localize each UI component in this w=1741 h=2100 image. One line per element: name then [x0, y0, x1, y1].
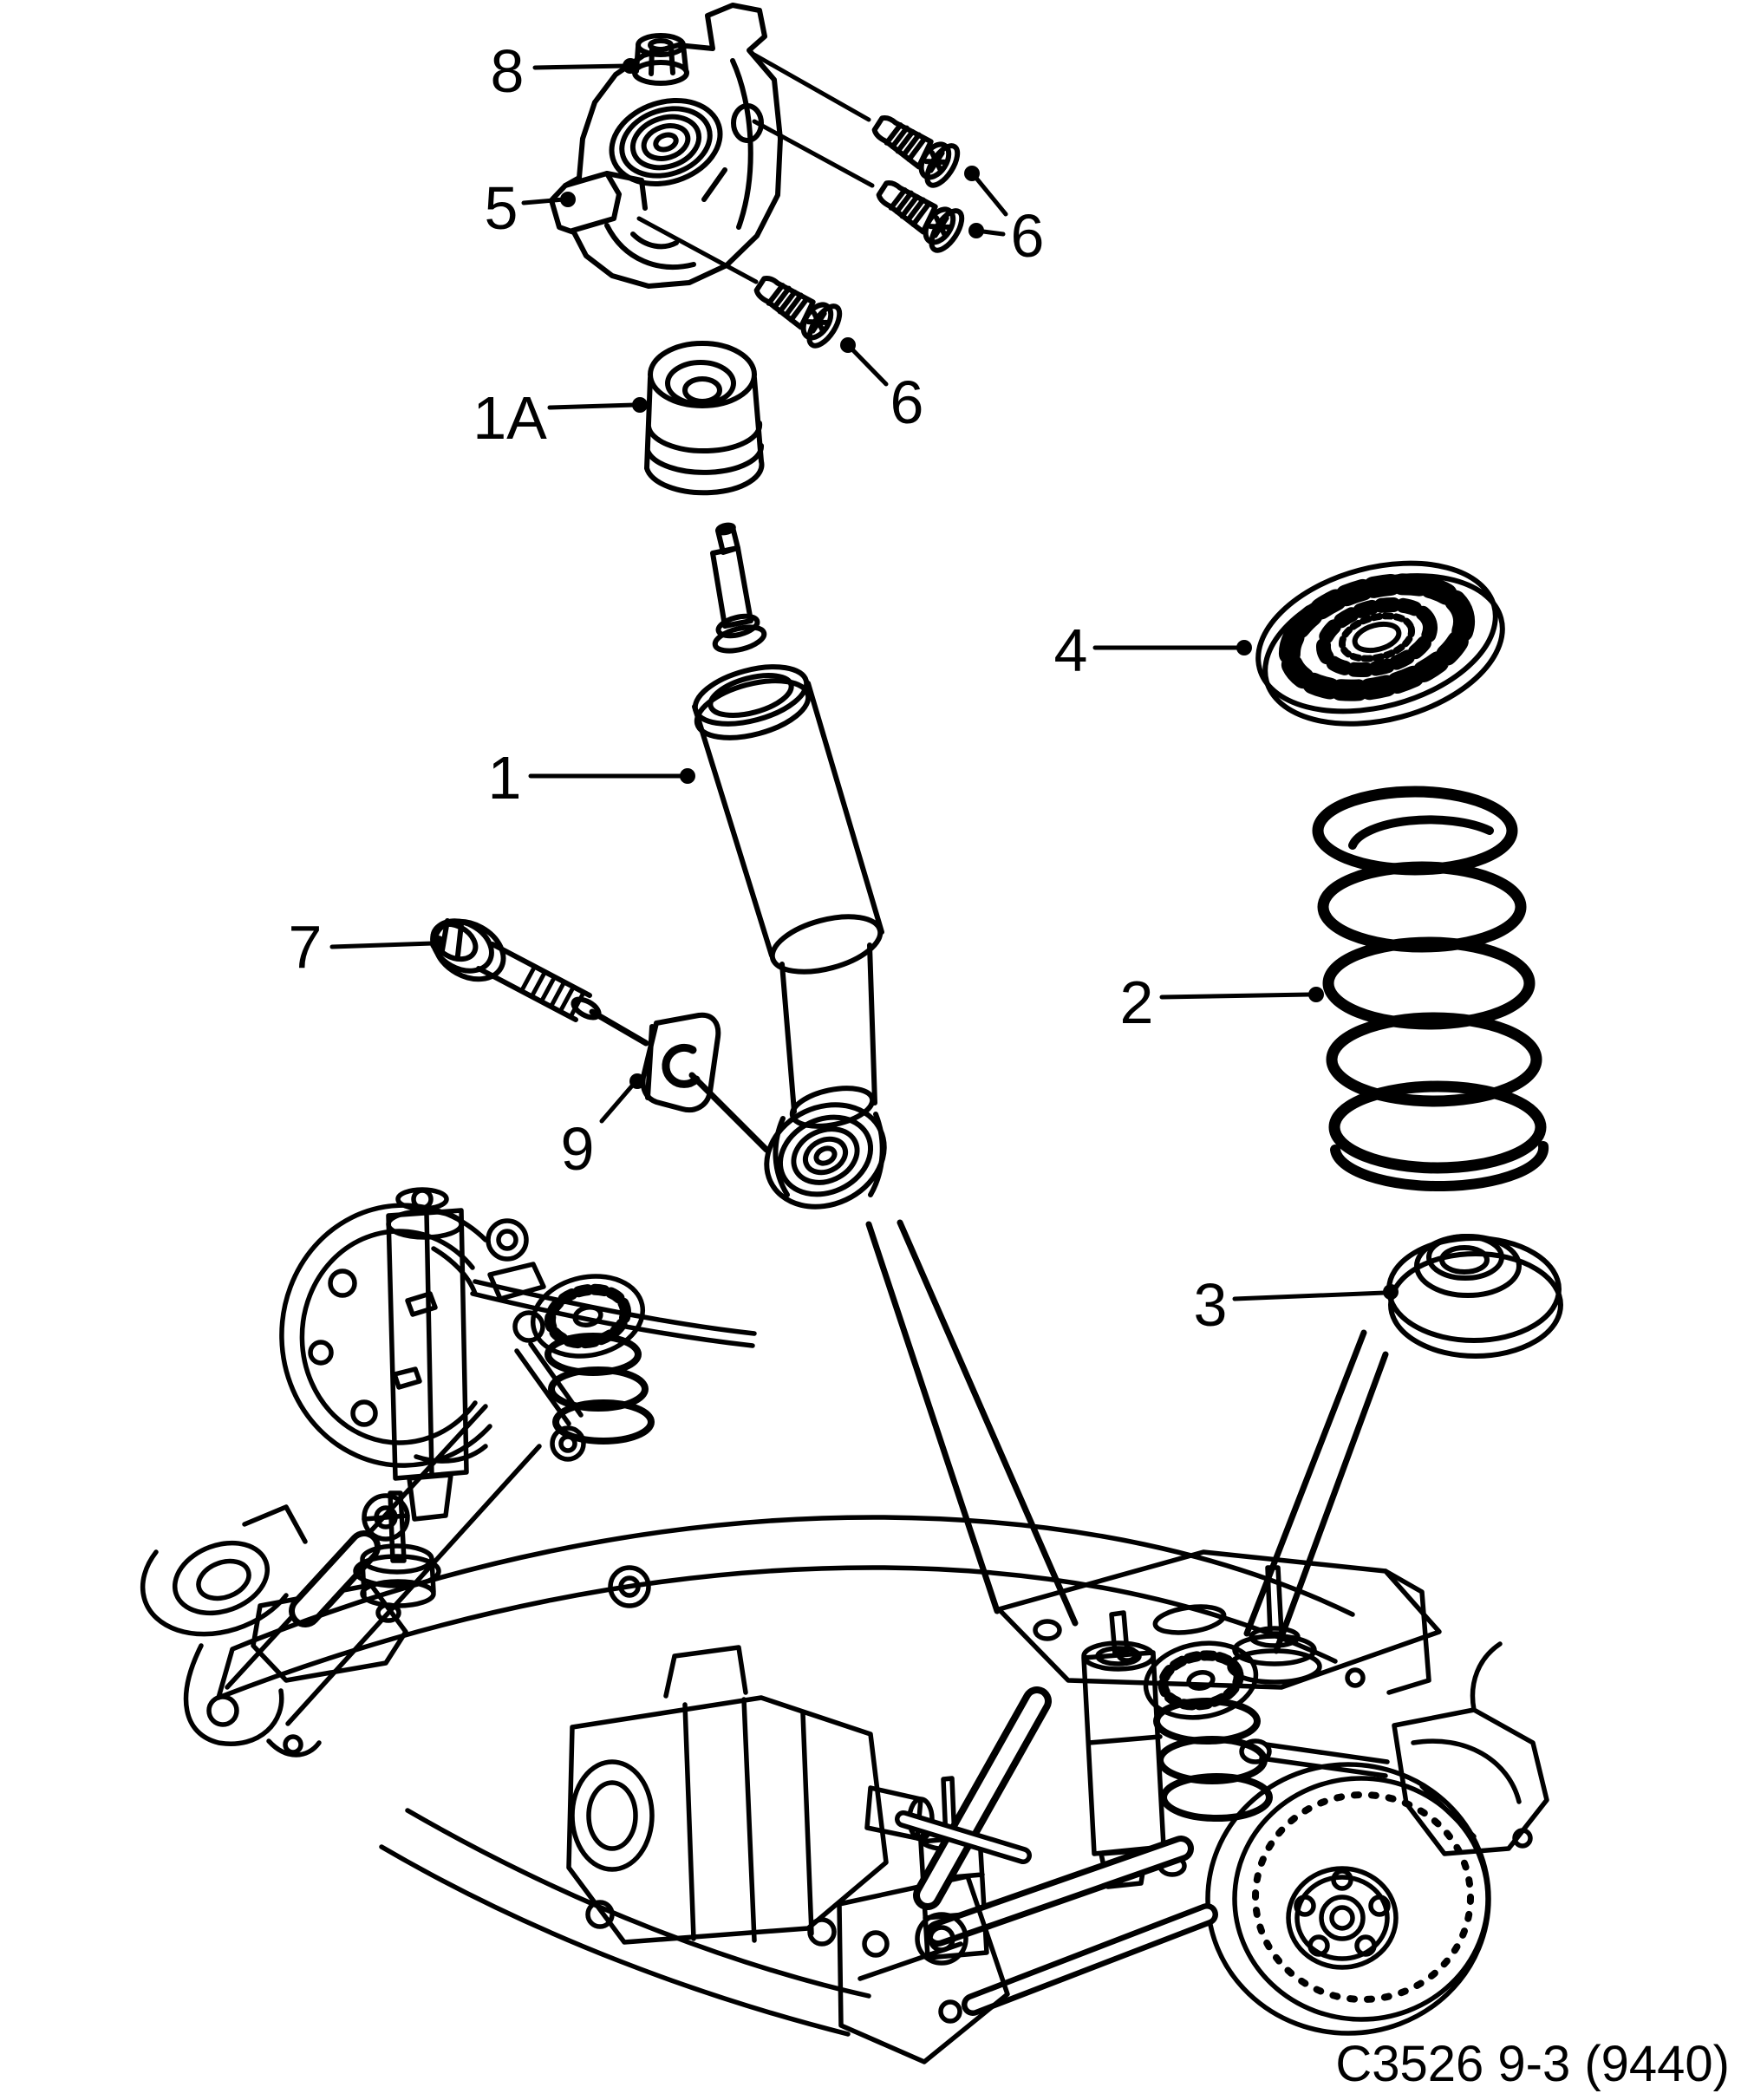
installed-shock-left	[362, 1187, 469, 1542]
coil-spring	[1312, 786, 1549, 1192]
callout-6-upper: 6	[1011, 202, 1045, 270]
install-position-lines	[589, 1008, 1389, 1654]
callout-1A: 1A	[473, 384, 547, 452]
lower-spring-seat	[1386, 1234, 1563, 1359]
axle-assembly-left	[140, 1187, 1355, 2037]
installed-spring-left	[530, 1274, 655, 1445]
shock-eye-bushing	[764, 1102, 887, 1210]
callout-4: 4	[1054, 616, 1088, 684]
callout-leaders	[329, 63, 1387, 1301]
brake-caliper	[1392, 1641, 1549, 1856]
flange-lock-nut	[632, 33, 689, 86]
upper-mount-bracket	[549, 3, 783, 289]
callout-dots	[430, 58, 1399, 1300]
differential	[566, 1645, 935, 1947]
knuckle-right	[837, 1874, 1010, 2064]
callout-2: 2	[1120, 968, 1154, 1036]
callout-8: 8	[491, 37, 525, 105]
shock-lower-mounting-bolt	[430, 918, 602, 1022]
shock-absorber	[692, 522, 887, 1210]
mount-bolts	[636, 51, 968, 350]
upper-spring-seat	[1255, 560, 1505, 727]
retaining-clip	[640, 1012, 721, 1112]
callout-9: 9	[561, 1115, 595, 1183]
subframe-tower-plate	[996, 1549, 1442, 1690]
figure-caption: C3526 9-3 (9440)	[1335, 2036, 1730, 2092]
subframe-bushing-pin	[353, 1490, 441, 1608]
callout-1: 1	[488, 744, 522, 812]
bump-stop	[644, 341, 765, 496]
brake-dust-shield	[279, 1203, 492, 1468]
bracket-tab-5	[563, 171, 622, 233]
callout-7: 7	[289, 913, 323, 981]
callout-5: 5	[485, 174, 518, 242]
axle-assembly-right	[837, 1549, 1549, 2064]
callout-6-lower: 6	[890, 368, 924, 436]
callout-3: 3	[1194, 1271, 1228, 1339]
brake-disc	[1205, 1762, 1491, 2036]
